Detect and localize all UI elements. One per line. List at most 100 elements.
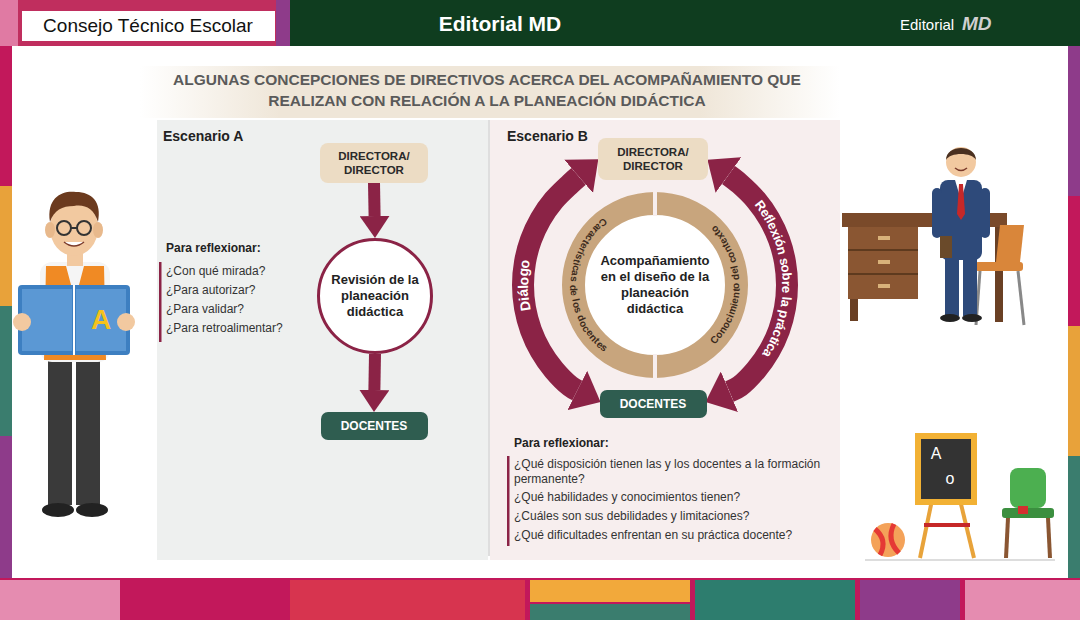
edge-label: Diálogo — [507, 137, 803, 433]
scenario-b-ground — [490, 120, 840, 560]
role-box: DIRECTORA/ DIRECTOR — [598, 138, 708, 180]
ring-outline — [653, 354, 657, 380]
curved-letter: á — [516, 288, 530, 297]
curved-letter: r — [780, 281, 793, 286]
classroom-figure — [915, 433, 977, 505]
scenario-a-ground — [157, 120, 488, 560]
node-text: DOCENTES — [329, 419, 419, 434]
reflection-question: ¿Para autorizar? — [166, 283, 255, 298]
director-figure — [946, 148, 976, 160]
node-text: DIRECTORA/ DIRECTOR — [611, 145, 695, 173]
classroom-figure — [960, 500, 974, 558]
chalk-letter: A — [926, 444, 946, 464]
book-letter: A — [86, 302, 116, 337]
node-text: DOCENTES — [608, 397, 698, 412]
frame-decoration — [0, 0, 18, 46]
ring-outline — [653, 190, 657, 216]
title-band — [140, 66, 840, 118]
header-box: Consejo Técnico Escolar — [22, 11, 275, 41]
director-figure — [932, 188, 942, 238]
frame-decoration — [0, 0, 290, 46]
ring-label: Características de los docentes — [558, 188, 753, 383]
core-circle: Acompañamiento en el diseño de la planea… — [560, 190, 750, 380]
curved-letter — [568, 282, 578, 285]
teacher-figure — [117, 313, 135, 331]
flow-arrow — [368, 354, 381, 390]
scenario-heading: Escenario B — [507, 128, 588, 146]
diagram-title: ALGUNAS CONCEPCIONES DE DIRECTIVOS ACERC… — [152, 70, 822, 112]
reflection-question: ¿Para retroalimentar? — [166, 321, 283, 336]
classroom-figure — [921, 439, 971, 499]
director-figure — [878, 284, 890, 288]
cycle-arrow — [728, 175, 787, 392]
frame-decoration — [965, 580, 1080, 620]
director-figure — [848, 273, 918, 275]
curved-letter: n — [731, 291, 742, 298]
curved-letter: l — [516, 285, 530, 289]
list-bar — [159, 262, 162, 342]
director-figure — [940, 236, 952, 258]
logo-mark: MD — [962, 12, 992, 36]
frame-decoration — [0, 578, 1080, 620]
curved-letter: a — [779, 299, 793, 308]
reflection-question: ¿Qué disposición tienen las y los docent… — [514, 457, 832, 487]
node-text: DIRECTORA/ DIRECTOR — [332, 149, 416, 177]
director-figure — [850, 299, 858, 321]
curved-letter: b — [780, 272, 793, 281]
flow-arrow — [368, 183, 381, 216]
curved-letter: o — [517, 258, 532, 269]
director-figure — [878, 260, 890, 264]
scenario-heading: Escenario A — [163, 128, 243, 146]
curved-letter: e — [569, 290, 580, 297]
group-box: DOCENTES — [321, 412, 428, 440]
director-figure — [848, 227, 918, 299]
brand-title: Editorial MD — [400, 11, 600, 37]
ring-label: Conocimiento del contexto — [558, 188, 753, 383]
teacher-figure — [76, 355, 100, 505]
curved-letter: e — [780, 285, 793, 293]
frame-decoration — [0, 46, 12, 186]
director-figure — [996, 225, 1024, 262]
teacher-figure — [48, 355, 72, 505]
logo-text: Editorial — [900, 16, 954, 35]
classroom-figure — [1006, 518, 1008, 558]
director-figure — [962, 314, 982, 322]
director-figure — [940, 314, 960, 322]
classroom-figure — [924, 523, 970, 527]
teacher-figure — [64, 242, 84, 246]
director-figure — [878, 236, 890, 240]
teacher-figure — [76, 503, 108, 517]
frame-decoration — [0, 580, 120, 620]
process-circle: Revisión de la planeación didáctica — [317, 238, 433, 354]
frame-decoration — [0, 186, 12, 306]
reflection-question: ¿Para validar? — [166, 302, 244, 317]
teacher-figure — [42, 503, 74, 517]
frame-decoration — [290, 0, 1080, 46]
director-figure — [940, 180, 982, 260]
curved-letter: d — [568, 284, 578, 290]
director-figure — [975, 262, 1023, 271]
frame-decoration — [530, 580, 690, 602]
director-figure — [957, 184, 965, 220]
curved-letter: o — [516, 276, 530, 285]
reflection-question: ¿Con qué mirada? — [166, 264, 265, 279]
curved-letter: o — [731, 282, 741, 288]
teacher-figure — [13, 192, 135, 517]
director-figure — [963, 256, 977, 316]
director-figure — [955, 168, 967, 171]
teacher-figure — [73, 285, 75, 355]
ring-outline — [574, 204, 737, 367]
classroom-figure — [1010, 468, 1046, 508]
divider — [489, 120, 490, 556]
director-figure — [848, 249, 918, 251]
classroom-figure — [1048, 518, 1050, 558]
panel — [12, 46, 1068, 578]
teacher-figure — [71, 227, 77, 229]
frame-decoration — [1068, 456, 1080, 578]
frame-decoration — [1068, 196, 1080, 326]
director-figure — [945, 256, 959, 316]
node-text: Consejo Técnico Escolar — [28, 14, 268, 37]
classroom-figure — [920, 500, 932, 558]
